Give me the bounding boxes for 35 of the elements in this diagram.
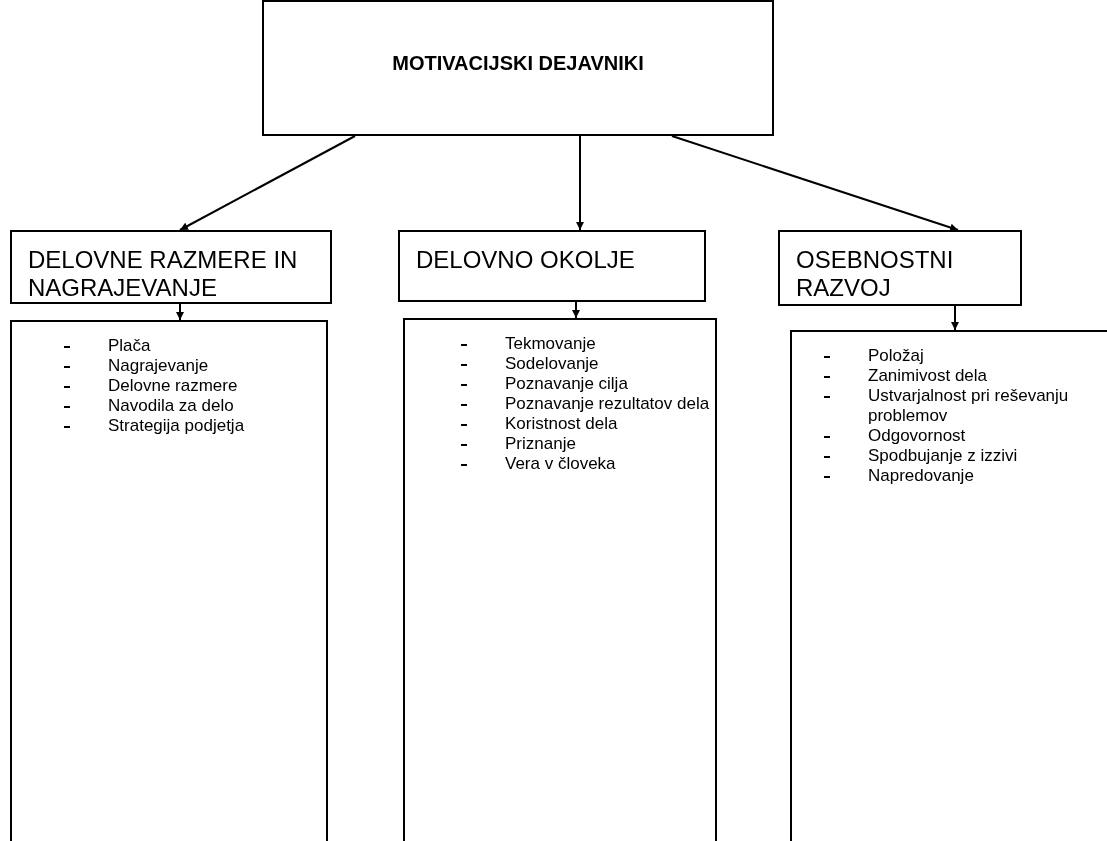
arrow (176, 303, 184, 321)
list-item: Spodbujanje z izzivi (868, 446, 1018, 465)
list-item: Priznanje (505, 434, 576, 453)
arrow (951, 305, 959, 331)
list-item: Tekmovanje (505, 334, 596, 353)
list-item: Vera v človeka (505, 454, 616, 473)
list-item: Zanimivost dela (868, 366, 988, 385)
list-box (10, 320, 328, 841)
category-heading: DELOVNO OKOLJE (416, 246, 636, 274)
arrow (572, 301, 580, 319)
arrow (179, 135, 356, 231)
list-box (790, 330, 1107, 841)
category-box (778, 230, 1022, 306)
list-item: Odgovornost (868, 426, 966, 445)
list-item: Napredovanje (868, 466, 974, 485)
list-item: Delovne razmere (108, 376, 238, 395)
list-item: Sodelovanje (505, 354, 599, 373)
list-item: Nagrajevanje (108, 356, 209, 375)
list-item: Strategija podjetja (108, 416, 245, 435)
category-heading: OSEBNOSTNI RAZVOJ (796, 246, 955, 302)
list-item: Plača (108, 336, 151, 355)
arrow (671, 135, 959, 232)
list-item: Ustvarjalnost pri reševanju problemov (868, 386, 1069, 425)
list-item: Položaj (868, 346, 924, 365)
list-item: Koristnost dela (505, 414, 618, 433)
title-box (262, 0, 774, 136)
category-box (10, 230, 332, 304)
title-text: MOTIVACIJSKI DEJAVNIKI (391, 52, 645, 75)
arrow (576, 135, 584, 231)
list-item: Navodila za delo (108, 396, 234, 415)
list-item: Poznavanje cilja (505, 374, 628, 393)
list-box (403, 318, 717, 841)
category-heading: DELOVNE RAZMERE IN NAGRAJEVANJE (28, 246, 299, 302)
category-box (398, 230, 706, 302)
list-item: Poznavanje rezultatov dela (505, 394, 710, 413)
